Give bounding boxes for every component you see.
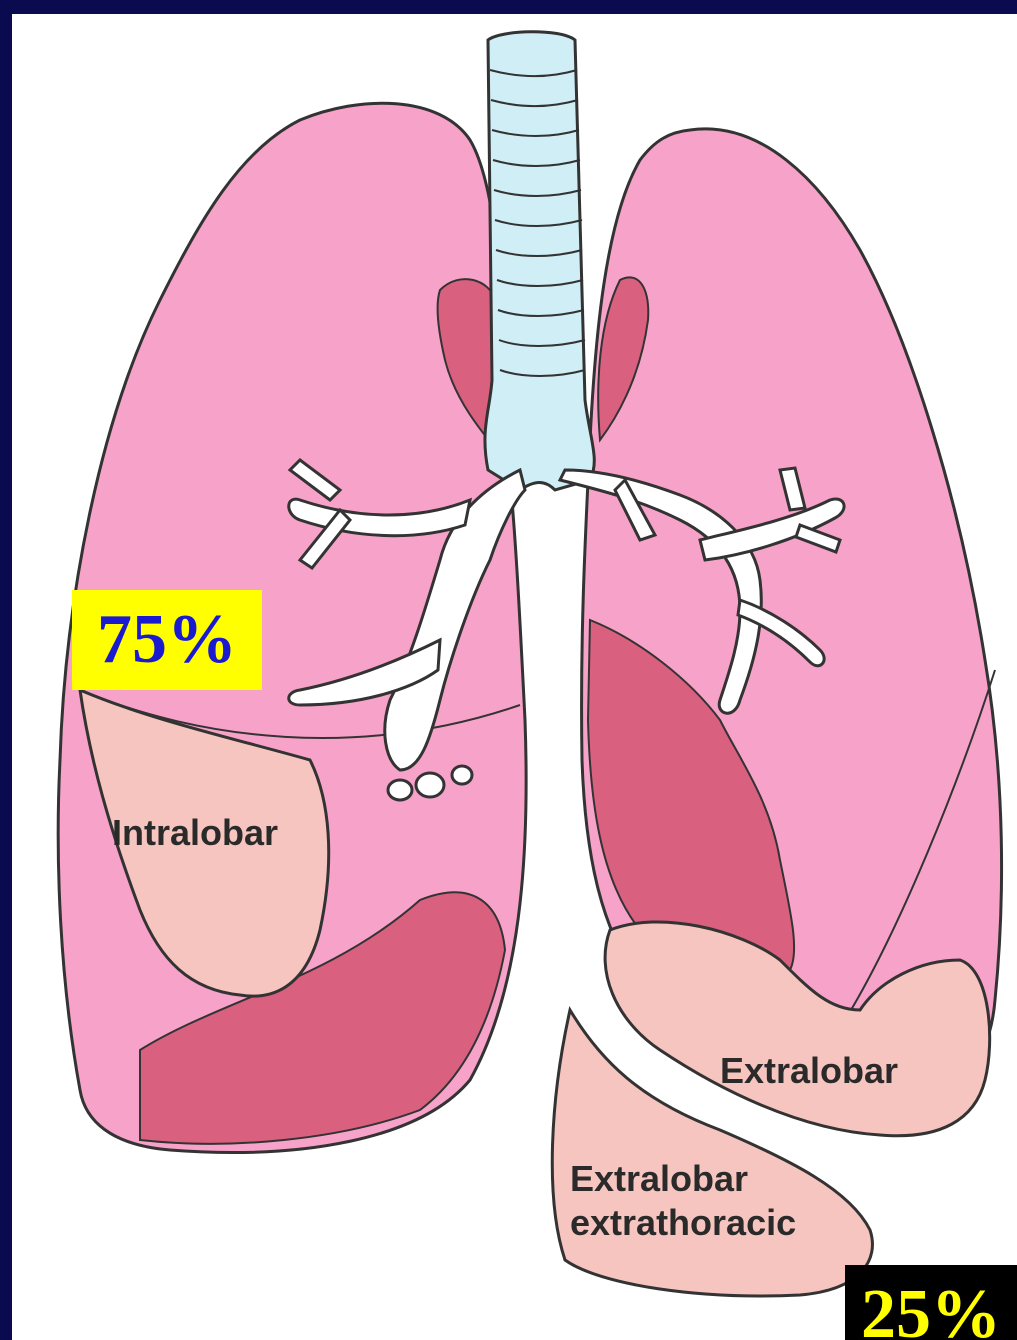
extrathoracic-label-line2: extrathoracic (570, 1202, 796, 1244)
intralobar-percent-badge: 75% (72, 590, 262, 690)
intralobar-label: Intralobar (112, 812, 278, 854)
extralobar-percent-badge: 25% (845, 1265, 1017, 1340)
extralobar-label: Extralobar (720, 1050, 898, 1092)
extrathoracic-label-line1: Extralobar (570, 1158, 748, 1200)
